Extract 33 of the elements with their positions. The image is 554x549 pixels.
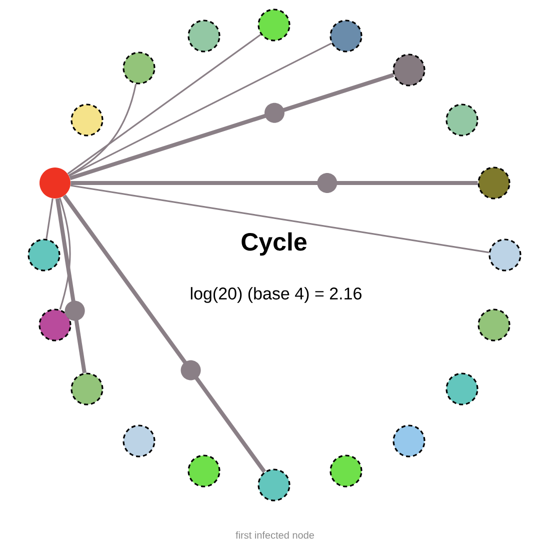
node-circle <box>188 454 220 488</box>
node-circle <box>258 8 290 42</box>
edge-line <box>62 194 266 473</box>
node-circle <box>446 104 478 136</box>
title: Cycle <box>242 232 306 256</box>
node-circle <box>446 372 478 406</box>
node-circle <box>330 454 362 488</box>
node-circle <box>330 20 362 52</box>
node-circle <box>258 468 290 502</box>
edge-line <box>70 181 478 185</box>
edge-line <box>68 84 137 176</box>
node-circle <box>70 104 104 136</box>
node-circle <box>478 166 510 200</box>
edge-line <box>59 198 71 310</box>
caption: first infected node <box>236 531 314 539</box>
node-circle <box>478 308 510 342</box>
edge-line <box>68 42 332 177</box>
formula-text: log(20) (base 4) = 2.16 <box>190 287 362 303</box>
node-circle <box>392 54 426 86</box>
node-circle <box>122 424 156 458</box>
node-circle <box>392 424 426 458</box>
node-circle <box>70 372 104 406</box>
node-circle <box>28 238 60 272</box>
source-node-circle <box>40 168 70 198</box>
edge-line <box>67 34 262 174</box>
edge-line <box>46 198 54 239</box>
node-circle <box>488 238 522 272</box>
edge-line <box>70 184 490 254</box>
node-circle <box>38 308 72 342</box>
edge-line <box>69 73 394 180</box>
edge-line <box>55 198 86 374</box>
node-circle <box>188 20 220 52</box>
node-circle <box>122 52 156 84</box>
